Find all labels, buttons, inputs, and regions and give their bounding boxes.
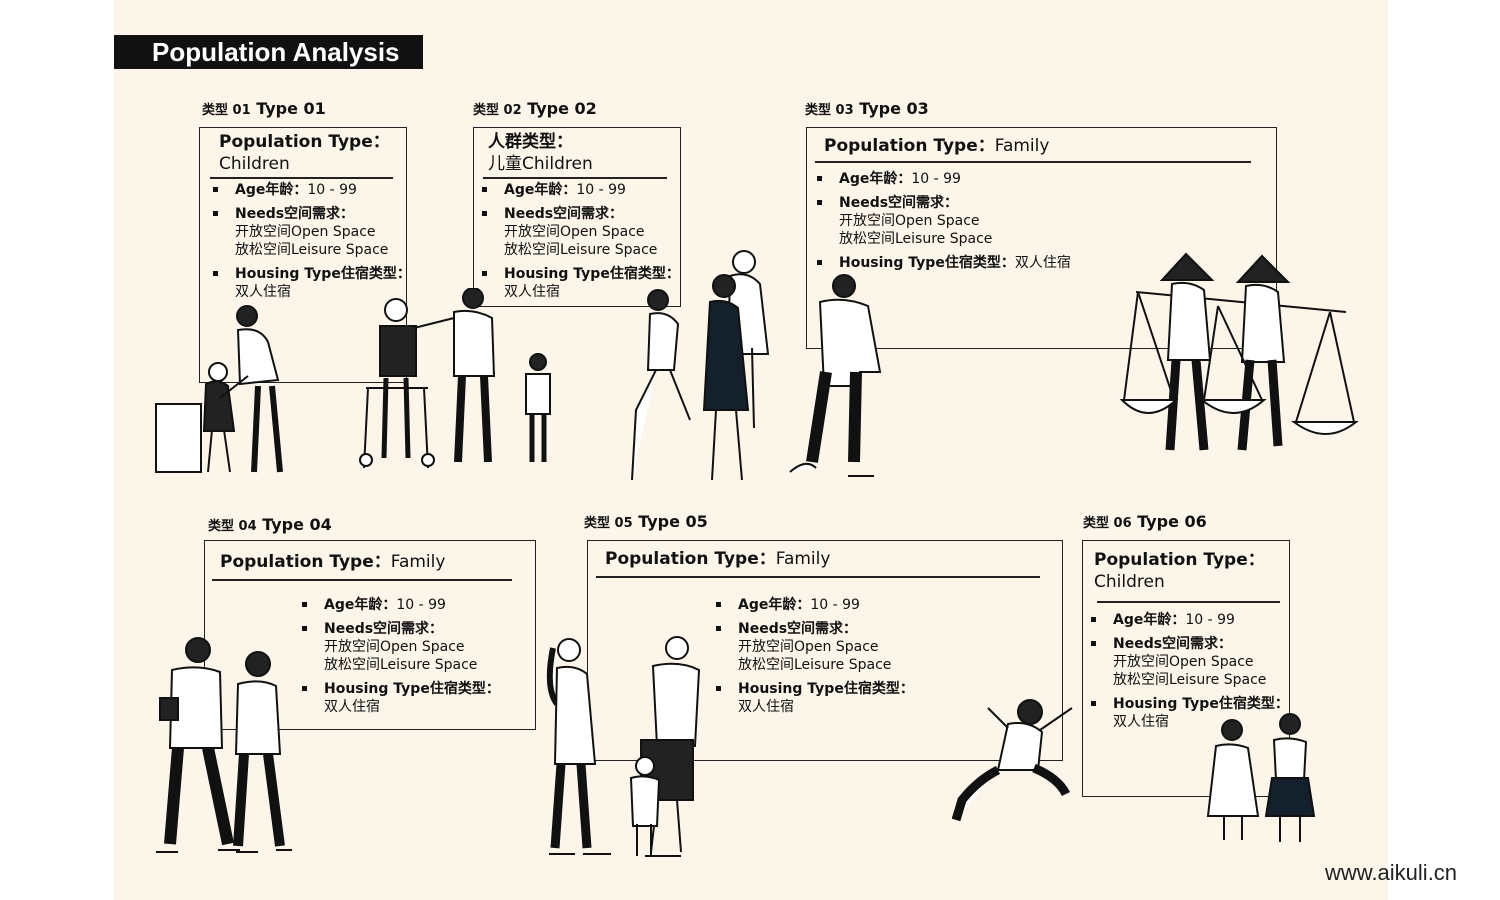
header-divider bbox=[815, 161, 1251, 163]
vendors-carrying-baskets-illustration bbox=[1119, 252, 1359, 451]
population-type-header: Population Type：Family bbox=[220, 552, 446, 572]
header-divider bbox=[596, 576, 1040, 578]
elder-family-walker-illustration bbox=[359, 288, 551, 469]
type-card-03 bbox=[806, 127, 1277, 349]
housing-item: Housing Type住宿类型：双人住宿 bbox=[211, 265, 411, 301]
couple-with-child-illustration bbox=[546, 636, 701, 857]
type-en: Type 01 bbox=[256, 99, 326, 118]
type-card-06 bbox=[1082, 540, 1290, 797]
poster-background bbox=[114, 0, 1388, 900]
header-divider bbox=[210, 177, 393, 179]
housing-item: Housing Type住宿类型：双人住宿 bbox=[815, 254, 1071, 272]
population-type-header: Population Type： bbox=[219, 131, 390, 153]
population-type-header: Population Type： bbox=[1094, 550, 1265, 570]
mother-daughters-illustration bbox=[631, 250, 770, 481]
type-label-02: 类型 02 Type 02 bbox=[473, 99, 597, 118]
man-standing-illustration bbox=[789, 274, 882, 477]
header-divider bbox=[483, 177, 667, 179]
housing-item: Housing Type住宿类型：双人住宿 bbox=[1089, 695, 1289, 731]
header-label: Population Type： bbox=[219, 132, 390, 152]
type-label-04: 类型 04 Type 04 bbox=[208, 515, 332, 534]
watermark-url: www.aikuli.cn bbox=[1325, 860, 1458, 885]
age-item: Age年龄：10 - 99 bbox=[480, 181, 680, 199]
type-label-06: 类型 06 Type 06 bbox=[1083, 512, 1207, 531]
armchair-icon bbox=[155, 403, 202, 473]
housing-item: Housing Type住宿类型：双人住宿 bbox=[300, 680, 500, 716]
type-card-05 bbox=[587, 540, 1063, 761]
elderly-caregiver-illustration bbox=[155, 305, 283, 473]
population-type-header: Population Type：Family bbox=[824, 136, 1050, 156]
population-type-value: 儿童Children bbox=[488, 154, 593, 174]
population-type-header: Population Type：Family bbox=[605, 549, 831, 569]
age-item: Age年龄：10 - 99 bbox=[714, 596, 914, 614]
couple-students-illustration bbox=[156, 637, 292, 853]
header-divider bbox=[1097, 601, 1280, 603]
age-item: Age年龄：10 - 99 bbox=[211, 181, 411, 199]
housing-item: Housing Type住宿类型：双人住宿 bbox=[714, 680, 914, 716]
type-label-05: 类型 05 Type 05 bbox=[584, 512, 708, 531]
header-divider bbox=[212, 579, 512, 581]
population-type-header: 人群类型： bbox=[488, 132, 573, 152]
two-girls-illustration bbox=[1206, 713, 1316, 842]
type-card-04 bbox=[204, 540, 536, 730]
age-item: Age年龄：10 - 99 bbox=[1089, 611, 1289, 629]
age-item: Age年龄：10 - 99 bbox=[815, 170, 1071, 188]
page-title: Population Analysis bbox=[114, 35, 423, 69]
type-card-02 bbox=[473, 127, 681, 307]
population-type-value: Children bbox=[219, 154, 290, 174]
type-label-03: 类型 03 Type 03 bbox=[805, 99, 929, 118]
type-cn: 类型 01 bbox=[202, 103, 251, 118]
age-item: Age年龄：10 - 99 bbox=[300, 596, 500, 614]
population-type-value: Children bbox=[1094, 572, 1165, 592]
jumping-child-illustration bbox=[952, 699, 1073, 822]
type-label-01: 类型 01 Type 01 bbox=[202, 99, 326, 118]
housing-item: Housing Type住宿类型：双人住宿 bbox=[480, 265, 680, 301]
type-card-01 bbox=[199, 127, 407, 383]
